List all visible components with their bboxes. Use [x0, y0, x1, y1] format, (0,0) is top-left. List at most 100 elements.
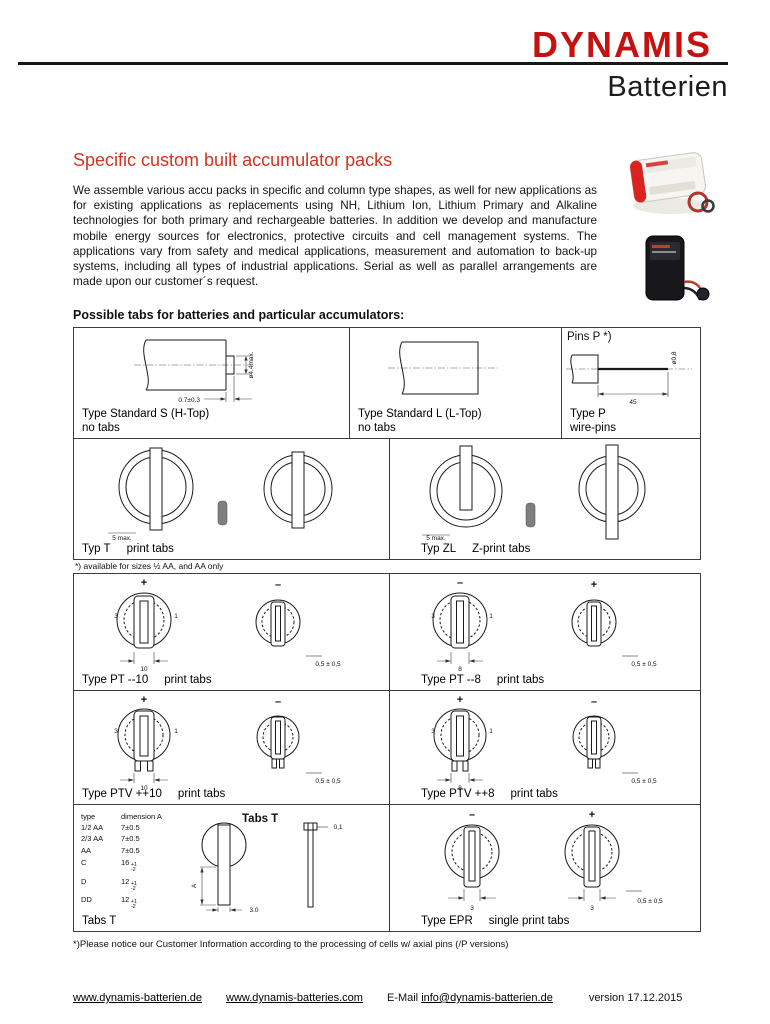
- dim-1-label: 1: [489, 613, 493, 620]
- type-title: Type PT --10: [82, 673, 149, 686]
- polarity-right: +: [591, 579, 597, 591]
- dim-3-label: 3: [590, 905, 594, 912]
- type-title: Type PTV ++10: [82, 787, 162, 800]
- type-p-shapes: [566, 354, 692, 397]
- tabs-t-drawing: A 3.0 0,1: [191, 822, 343, 914]
- dim-tol-label: 0,5 ± 0,5: [315, 661, 341, 668]
- tabs-table-top: ø4.4max. 0.7±0.3 Type Standard S (H-Top)…: [73, 327, 701, 560]
- row-type: D: [81, 876, 87, 886]
- type-subtitle: print tabs: [177, 787, 226, 800]
- type-title: Type Standard S (H-Top): [82, 408, 210, 420]
- dim-diameter-label: ø4.4max.: [248, 351, 255, 378]
- epr-shapes: [444, 824, 642, 901]
- white-pack-shapes: [629, 152, 715, 214]
- dim-table-row: 2/3 AA 7±0.5: [81, 835, 177, 843]
- dim-width-label: 8: [458, 666, 462, 673]
- dim-tol-label: 0,5 ± 0,5: [637, 898, 663, 905]
- table-row-3: + 10: [74, 574, 700, 690]
- row-dim: 16+1-2: [121, 859, 137, 873]
- pt10-drawing: + 10: [114, 577, 341, 673]
- dim-tol-label: 0,5 ± 0,5: [631, 778, 657, 785]
- footer-version: version 17.12.2015: [588, 992, 683, 1004]
- pins-p-corner-label: Pins P *): [567, 331, 612, 343]
- footer-email: E-Mail info@dynamis-batterien.de: [387, 992, 553, 1004]
- typ-t-shapes: [108, 447, 333, 534]
- tolerance: +1-2: [130, 880, 138, 892]
- tabs-t-shapes: [200, 822, 328, 912]
- cell-type-pt-10: + 10: [74, 574, 390, 690]
- dim-width-label: 10: [140, 666, 148, 673]
- dim-width-label: 3.0: [249, 907, 258, 914]
- row-dim: 12+1-2: [121, 896, 137, 910]
- footer-link-batteries-com[interactable]: www.dynamis-batteries.com: [226, 992, 363, 1004]
- dim-1-label: 1: [489, 728, 493, 735]
- tab-stickout-label: 5 max.: [426, 535, 446, 541]
- type-title: Typ T: [82, 542, 111, 555]
- dim-value: 12: [121, 895, 130, 905]
- tolerance: +1-2: [130, 899, 138, 911]
- white-pack-image: [629, 152, 715, 214]
- polarity-left: –: [469, 809, 475, 821]
- cell-type-standard-s: ø4.4max. 0.7±0.3 Type Standard S (H-Top)…: [74, 328, 350, 438]
- ptv8-shapes: [433, 708, 638, 783]
- sizes-footnote: *) available for sizes ½ AA, and AA only: [75, 561, 224, 571]
- col-dim: dimension A: [121, 812, 162, 821]
- cell-type-ptv-10: +: [74, 691, 390, 804]
- type-subtitle: print tabs: [496, 673, 545, 686]
- footer-link-batterien-de[interactable]: www.dynamis-batterien.de: [73, 992, 203, 1004]
- cell-label-epr: Type EPR single print tabs: [421, 915, 569, 929]
- type-subtitle: single print tabs: [488, 914, 570, 927]
- typ-zl-shapes: [422, 444, 646, 540]
- cell-label-ptv-8: Type PTV ++8 print tabs: [421, 788, 558, 802]
- tab-stickout-label: 5 max.: [112, 535, 132, 541]
- tabs-heading: Possible tabs for batteries and particul…: [73, 308, 405, 322]
- dim-length-label: 0.7±0.3: [178, 397, 200, 404]
- product-photo-black-pack: [630, 232, 716, 308]
- row-dim: 7±0.5: [121, 835, 140, 843]
- dim-a-label: A: [191, 883, 198, 888]
- product-photo-white-pack: [624, 144, 718, 220]
- type-subtitle: print tabs: [510, 787, 558, 800]
- type-subtitle: no tabs: [358, 421, 396, 434]
- dim-value: 7±0.5: [121, 834, 140, 844]
- type-title: Type PTV ++8: [421, 787, 495, 800]
- type-p-drawing: ø0,8 45: [566, 351, 692, 406]
- cell-type-standard-l: Type Standard L (L-Top) no tabs: [350, 328, 562, 438]
- col-type: type: [81, 812, 96, 821]
- type-subtitle: Z-print tabs: [472, 542, 531, 555]
- footer-email-link[interactable]: info@dynamis-batterien.de: [421, 992, 553, 1004]
- dim-3-label: 3: [431, 728, 435, 735]
- standard-l-shapes: [388, 341, 498, 395]
- type-title: Type EPR: [421, 914, 473, 927]
- brand-logo: DYNAMIS: [531, 24, 712, 65]
- footer-email-prefix: E-Mail: [386, 992, 419, 1004]
- ptv10-shapes: [117, 708, 322, 783]
- type-title: Type PT --8: [421, 673, 481, 686]
- dim-value: 12: [121, 876, 130, 886]
- polarity-right: –: [275, 579, 281, 591]
- cell-label-standard-l: Type Standard L (L-Top) no tabs: [358, 408, 482, 435]
- row-type: AA: [81, 845, 92, 855]
- row-type: 2/3 AA: [81, 834, 104, 844]
- dim-thickness-label: 0,1: [333, 824, 342, 831]
- tabs-table-bottom: + 10: [73, 573, 701, 932]
- cell-label-pt-8: Type PT --8 print tabs: [421, 674, 544, 688]
- intro-paragraph: We assemble various accu packs in specif…: [73, 184, 597, 289]
- dim-3-label: 3: [114, 613, 118, 620]
- type-title: Tabs T: [82, 914, 117, 927]
- type-subtitle: wire-pins: [570, 421, 617, 434]
- cell-type-p: Pins P *) ø0,8 45 Type P: [562, 328, 700, 438]
- cell-label-standard-s: Type Standard S (H-Top) no tabs: [82, 408, 209, 435]
- row-type: C: [81, 858, 87, 868]
- dim-width-label: 10: [140, 785, 148, 791]
- standard-l-drawing: [388, 341, 498, 395]
- typ-t-drawing: 5 max.: [108, 447, 333, 541]
